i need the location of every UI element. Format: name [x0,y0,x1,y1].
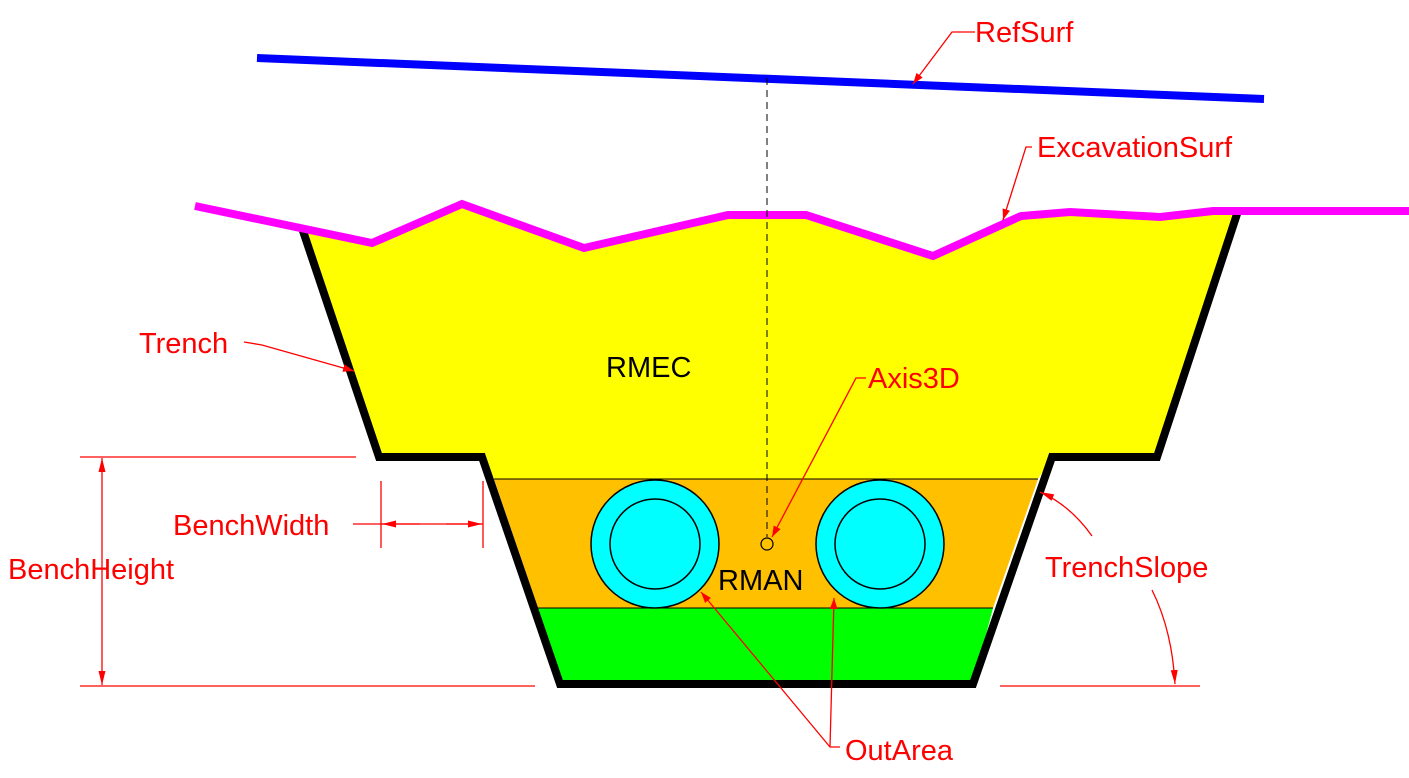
ref-surf-leader [912,31,975,85]
rmec-fill-area [302,204,1238,479]
excavation-surface-line [194,199,1409,261]
axis3d-point [760,537,774,551]
annotations [80,31,1200,748]
bedding-fill-area [538,608,993,684]
trench-leader [243,341,355,372]
trench-slope-arc [1151,589,1178,685]
excavation-surf-label: ExcavationSurf [1037,132,1233,164]
pipe-right [815,479,945,609]
ref-surface-line [256,54,1265,103]
trench-slope-arc-top [1039,491,1093,537]
ref-surf-label: RefSurf [975,17,1074,49]
rmec-zone-label: RMEC [606,352,691,384]
axis3d-leader [771,377,866,538]
pipe-left [590,479,720,609]
bench-height-label: BenchHeight [8,554,174,586]
bench-width-label: BenchWidth [173,510,329,542]
excavation-surf-leader [1002,146,1032,221]
axis3d-label: Axis3D [868,363,960,395]
trench-slope-label: TrenchSlope [1045,552,1208,584]
rman-zone-label: RMAN [718,565,803,597]
out-area-label: OutArea [845,735,954,767]
trench-outline [298,209,1242,688]
out-area-leader-right [829,597,838,748]
trench-label: Trench [139,328,228,360]
